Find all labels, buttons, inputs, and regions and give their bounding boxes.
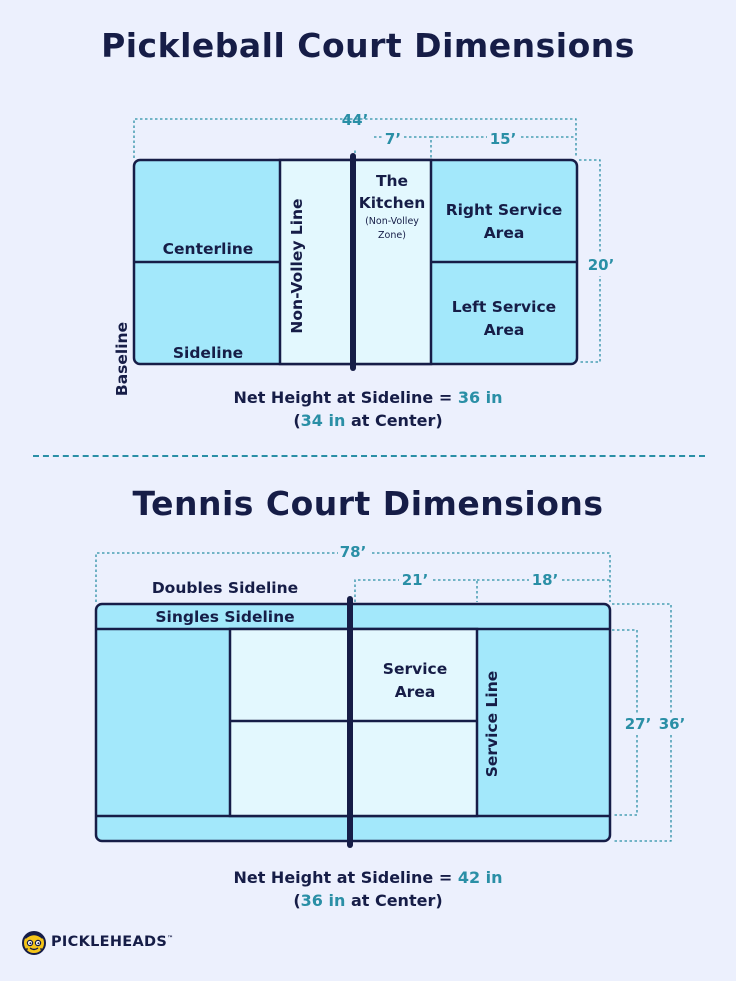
tn-service-area-label-1: Service <box>383 660 447 678</box>
tn-net <box>347 596 353 848</box>
section-divider <box>33 455 705 457</box>
tennis-diagram: 78’ 21’ 18’ 27’ 36’ Doubles Sideline Sin… <box>94 542 686 848</box>
tn-net-label: Net Height at Sideline = <box>233 868 458 887</box>
pb-kitchen-sub-2: Zone) <box>378 230 406 241</box>
tn-service-depth-dim: 21’ <box>402 571 429 589</box>
tn-singles-width-dim: 27’ <box>625 715 652 733</box>
pickleball-court <box>132 153 579 371</box>
pb-length-dim: 44’ <box>342 111 369 129</box>
pb-kitchen-dim: 7’ <box>385 130 401 148</box>
pb-baseline-label: Baseline <box>113 322 131 396</box>
pb-width-dim: 20’ <box>588 256 615 274</box>
tn-length-dim: 78’ <box>340 543 367 561</box>
tennis-title: Tennis Court Dimensions <box>132 484 604 523</box>
pb-net-label: Net Height at Sideline = <box>233 388 458 407</box>
tn-doubles-sideline-label: Doubles Sideline <box>152 579 298 597</box>
pb-left-service-label-2: Area <box>484 321 525 339</box>
pb-net-center-suffix: at Center) <box>345 411 443 430</box>
tn-service-area-label-2: Area <box>395 683 436 701</box>
pb-kitchen-sub-1: (Non-Volley <box>365 216 419 227</box>
tn-net-open-paren: ( <box>293 891 301 910</box>
tn-singles-sideline-label: Singles Sideline <box>155 608 294 626</box>
tennis-court <box>94 596 612 848</box>
pb-net-sideline-value: 36 in <box>457 388 503 407</box>
pb-service-dim: 15’ <box>490 130 517 148</box>
brand-name: PICKLEHEADS™ <box>51 934 174 950</box>
pickleball-diagram: 44’ 7’ 15’ 20’ Baseline Centerline Sidel… <box>113 111 617 396</box>
tn-net-center-value: 36 in <box>300 891 346 910</box>
pb-net <box>350 153 356 371</box>
pb-net-height: Net Height at Sideline = 36 in (34 in at… <box>0 386 736 432</box>
pb-sideline-label: Sideline <box>173 344 243 362</box>
pickleball-title: Pickleball Court Dimensions <box>101 26 635 65</box>
tn-service-line-label: Service Line <box>483 671 501 778</box>
pb-left-service-label-1: Left Service <box>452 298 556 316</box>
tn-net-height: Net Height at Sideline = 42 in (36 in at… <box>0 866 736 912</box>
pb-kitchen-label-2: Kitchen <box>359 194 426 212</box>
tn-net-sideline-value: 42 in <box>457 868 503 887</box>
pb-net-open-paren: ( <box>293 411 301 430</box>
pb-non-volley-line-label: Non-Volley Line <box>288 198 306 333</box>
tn-net-center-suffix: at Center) <box>345 891 443 910</box>
pb-kitchen-label-1: The <box>376 172 408 190</box>
pickleball-mascot-icon <box>22 931 46 955</box>
pb-right-service-label-2: Area <box>484 224 525 242</box>
tn-net-line-2: (36 in at Center) <box>0 889 736 912</box>
pb-centerline-label: Centerline <box>163 240 254 258</box>
pb-net-line-2: (34 in at Center) <box>0 409 736 432</box>
tn-doubles-width-dim: 36’ <box>659 715 686 733</box>
pb-net-line-1: Net Height at Sideline = 36 in <box>0 386 736 409</box>
pb-net-center-value: 34 in <box>300 411 346 430</box>
tn-net-line-1: Net Height at Sideline = 42 in <box>0 866 736 889</box>
pb-right-service-label-1: Right Service <box>446 201 563 219</box>
pickleheads-logo: PICKLEHEADS™ <box>20 928 173 956</box>
tn-back-dim: 18’ <box>532 571 559 589</box>
